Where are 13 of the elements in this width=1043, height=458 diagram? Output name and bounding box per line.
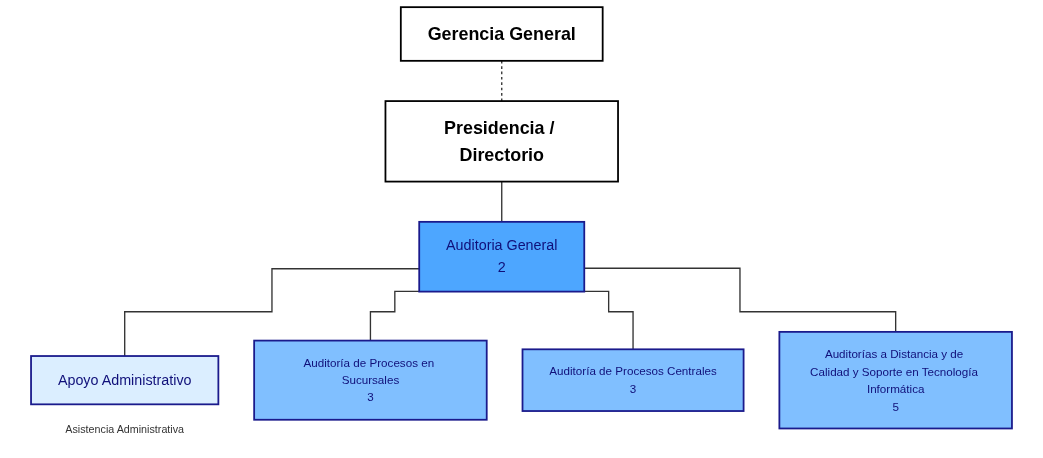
node-box: Gerencia General bbox=[399, 6, 604, 62]
node-box: Apoyo Administrativo bbox=[30, 355, 220, 406]
connector bbox=[501, 60, 503, 102]
connector bbox=[124, 268, 420, 357]
connector bbox=[583, 290, 634, 350]
node-box: Auditoría de Procesos Centrales 3 bbox=[521, 348, 745, 412]
node-box: Presidencia / Directorio bbox=[384, 100, 619, 183]
connector bbox=[501, 180, 503, 223]
connector bbox=[369, 290, 420, 342]
node-box: Auditorías a Distancia y de Calidad y Soporte en Tecnología Informática 5 bbox=[778, 330, 1013, 430]
node-box: Auditoría de Procesos en Sucursales 3 bbox=[253, 339, 488, 421]
node-label: Asistencia Administrativa bbox=[65, 423, 185, 436]
node-box: Auditoria General 2 bbox=[418, 220, 586, 293]
